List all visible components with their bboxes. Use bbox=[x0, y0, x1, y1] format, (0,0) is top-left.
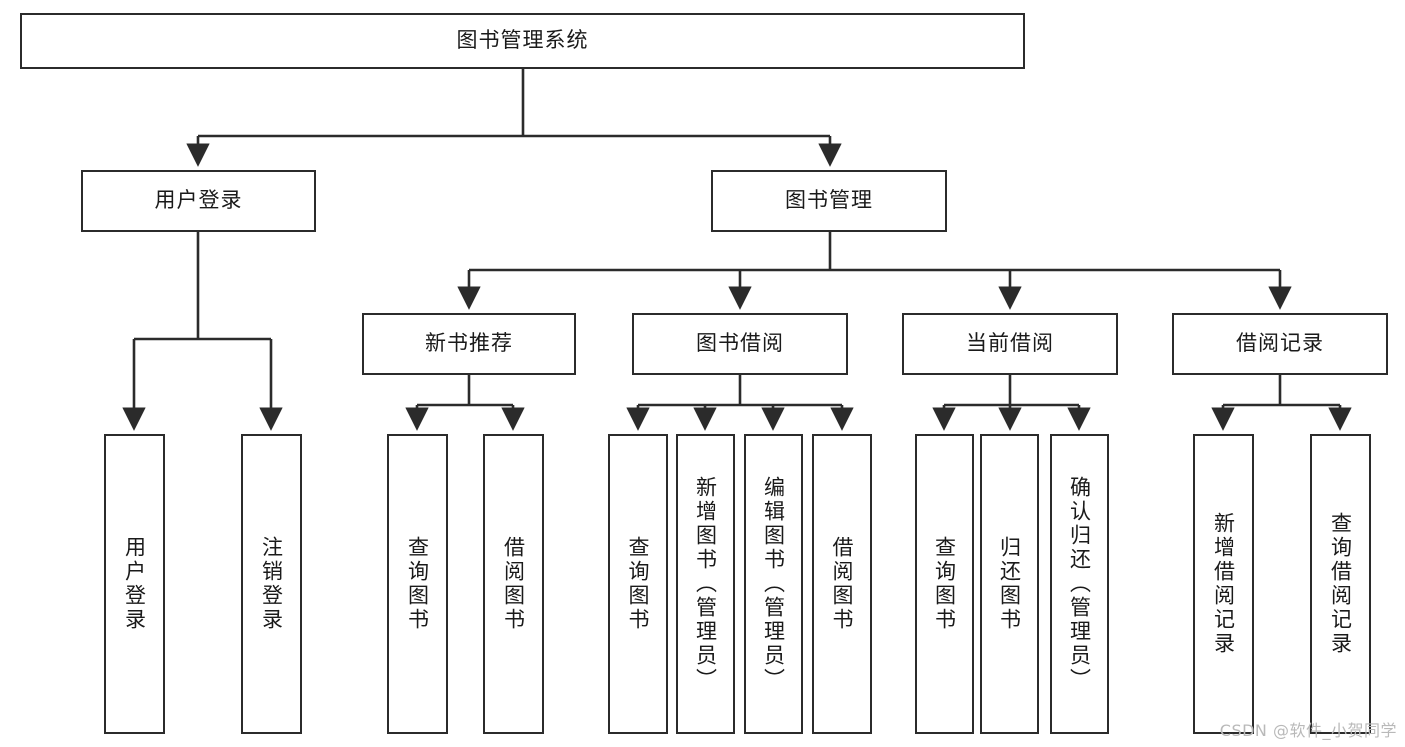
node-current-borrow-label: 当前借阅 bbox=[966, 331, 1054, 356]
leaf-borrow-book-new-label: 借阅图书 bbox=[501, 536, 526, 632]
leaf-query-book-current-label: 查询图书 bbox=[932, 536, 957, 632]
leaf-add-borrow-record[interactable]: 新增借阅记录 bbox=[1193, 434, 1254, 734]
leaf-user-login-label: 用户登录 bbox=[122, 536, 147, 632]
node-book-borrow[interactable]: 图书借阅 bbox=[632, 313, 848, 375]
node-user-login[interactable]: 用户登录 bbox=[81, 170, 316, 232]
leaf-add-book-admin-label: 新增图书（管理员） bbox=[693, 476, 718, 692]
leaf-add-borrow-record-label: 新增借阅记录 bbox=[1211, 512, 1236, 656]
csdn-watermark: CSDN @软件_小贺同学 bbox=[1219, 721, 1397, 740]
node-book-management[interactable]: 图书管理 bbox=[711, 170, 947, 232]
node-borrow-records-label: 借阅记录 bbox=[1236, 331, 1324, 356]
leaf-user-logout[interactable]: 注销登录 bbox=[241, 434, 302, 734]
leaf-user-logout-label: 注销登录 bbox=[259, 536, 284, 632]
leaf-query-book-new[interactable]: 查询图书 bbox=[387, 434, 448, 734]
node-root-label: 图书管理系统 bbox=[456, 28, 589, 53]
leaf-edit-book-admin-label: 编辑图书（管理员） bbox=[761, 476, 786, 692]
leaf-confirm-return-admin[interactable]: 确认归还（管理员） bbox=[1050, 434, 1109, 734]
leaf-edit-book-admin[interactable]: 编辑图书（管理员） bbox=[744, 434, 803, 734]
leaf-user-login[interactable]: 用户登录 bbox=[104, 434, 165, 734]
leaf-query-book[interactable]: 查询图书 bbox=[608, 434, 668, 734]
node-borrow-records[interactable]: 借阅记录 bbox=[1172, 313, 1388, 375]
leaf-borrow-book-label: 借阅图书 bbox=[830, 536, 855, 632]
leaf-query-book-new-label: 查询图书 bbox=[405, 536, 430, 632]
node-book-management-label: 图书管理 bbox=[785, 188, 873, 213]
leaf-add-book-admin[interactable]: 新增图书（管理员） bbox=[676, 434, 735, 734]
leaf-query-borrow-record[interactable]: 查询借阅记录 bbox=[1310, 434, 1371, 734]
node-new-book-recommend-label: 新书推荐 bbox=[425, 331, 513, 356]
leaf-borrow-book-new[interactable]: 借阅图书 bbox=[483, 434, 544, 734]
node-current-borrow[interactable]: 当前借阅 bbox=[902, 313, 1118, 375]
node-new-book-recommend[interactable]: 新书推荐 bbox=[362, 313, 576, 375]
leaf-borrow-book[interactable]: 借阅图书 bbox=[812, 434, 872, 734]
leaf-query-book-label: 查询图书 bbox=[626, 536, 651, 632]
leaf-confirm-return-admin-label: 确认归还（管理员） bbox=[1067, 476, 1092, 692]
leaf-query-borrow-record-label: 查询借阅记录 bbox=[1328, 512, 1353, 656]
leaf-query-book-current[interactable]: 查询图书 bbox=[915, 434, 974, 734]
leaf-return-book-label: 归还图书 bbox=[997, 536, 1022, 632]
node-root[interactable]: 图书管理系统 bbox=[20, 13, 1025, 69]
leaf-return-book[interactable]: 归还图书 bbox=[980, 434, 1039, 734]
node-book-borrow-label: 图书借阅 bbox=[696, 331, 784, 356]
node-user-login-label: 用户登录 bbox=[154, 188, 243, 213]
